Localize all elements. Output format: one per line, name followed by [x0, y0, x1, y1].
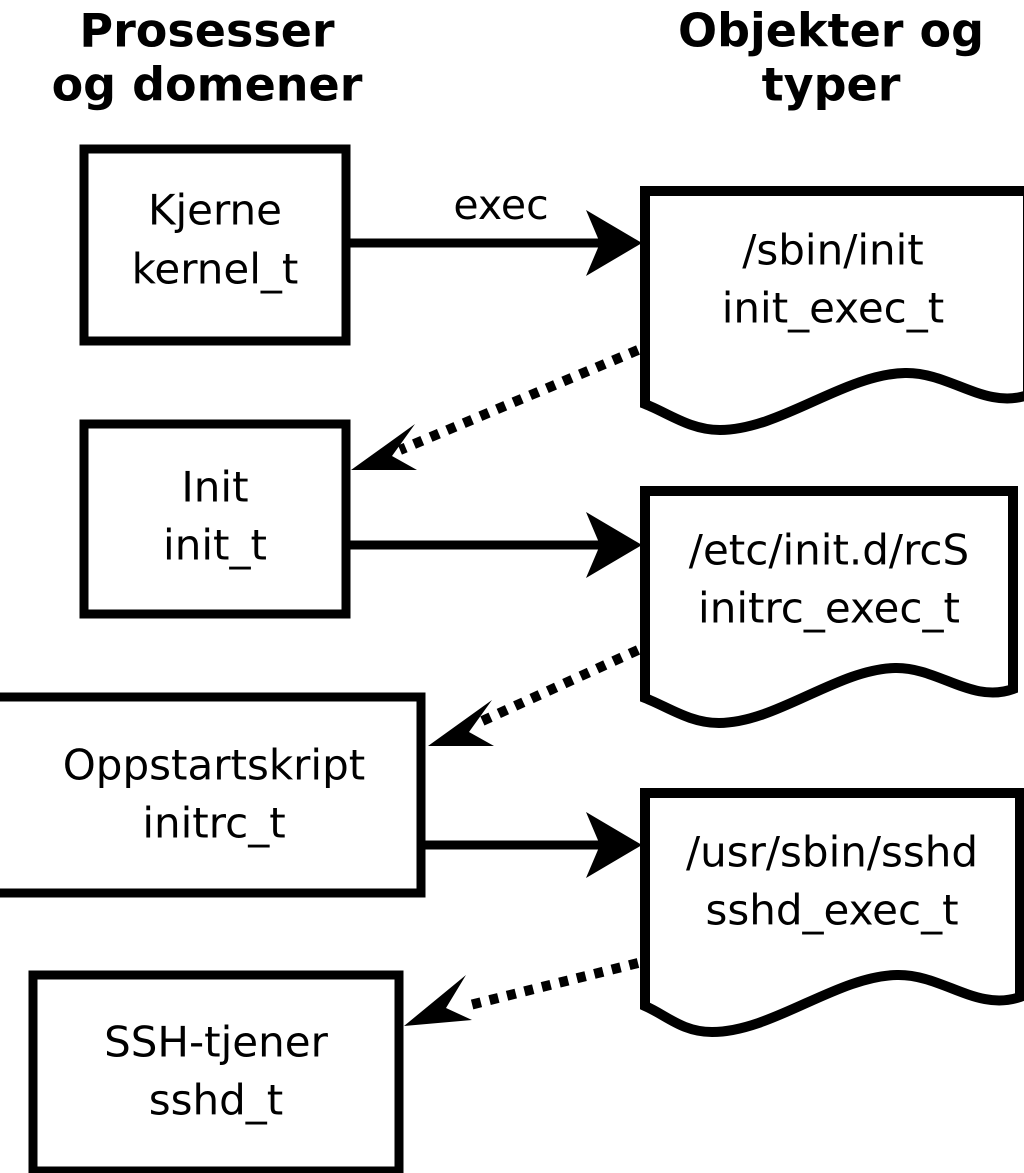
process-node-sshd-line1: SSH-tjener	[104, 1018, 328, 1067]
edge-sshd-transition	[404, 958, 640, 1026]
process-node-initrc[interactable]: Oppstartskript initrc_t	[0, 692, 426, 898]
process-node-sshd-line2: sshd_t	[149, 1076, 284, 1125]
edge-initrc-transition-line	[477, 645, 641, 727]
edge-initrc-exec-sshd	[425, 812, 642, 878]
object-node-sbin-init-shape[interactable]	[640, 186, 1024, 436]
process-node-initrc-line2: initrc_t	[142, 799, 285, 848]
edge-initrc-exec-sshd-arrowhead	[586, 812, 642, 878]
edge-kernel-exec-init: exec	[350, 181, 642, 276]
edge-init-exec-rcs	[350, 512, 642, 578]
object-node-etc-initd-rcs-shape[interactable]	[640, 486, 1018, 729]
process-node-kernel-box[interactable]	[79, 144, 351, 346]
object-node-etc-initd-rcs-line2: initrc_exec_t	[698, 584, 960, 633]
edge-kernel-exec-init-arrowhead	[586, 210, 642, 276]
object-node-sbin-init-line1: /sbin/init	[742, 226, 924, 275]
object-node-etc-initd-rcs[interactable]: /etc/init.d/rcS initrc_exec_t	[640, 486, 1018, 729]
process-node-initrc-line1: Oppstartskript	[63, 741, 365, 790]
object-node-sbin-init[interactable]: /sbin/init init_exec_t	[640, 186, 1024, 436]
edge-initrc-transition-arrowhead	[428, 700, 494, 746]
process-node-init-line2: init_t	[163, 521, 267, 570]
edge-sshd-transition-arrowhead	[404, 975, 472, 1026]
edge-sshd-transition-line	[468, 958, 640, 1010]
object-node-etc-initd-rcs-line1: /etc/init.d/rcS	[689, 526, 969, 575]
process-node-kernel-line2: kernel_t	[132, 245, 299, 294]
column-heading-left: Prosesser og domener	[52, 4, 363, 112]
process-node-initrc-box[interactable]	[0, 692, 426, 898]
object-node-usr-sbin-sshd[interactable]: /usr/sbin/sshd sshd_exec_t	[640, 788, 1024, 1038]
edge-init-transition-arrowhead	[351, 424, 417, 470]
object-node-usr-sbin-sshd-shape[interactable]	[640, 788, 1024, 1038]
edge-init-transition	[351, 345, 640, 470]
object-node-usr-sbin-sshd-line2: sshd_exec_t	[705, 886, 958, 935]
edge-init-exec-rcs-arrowhead	[586, 512, 642, 578]
process-node-kernel-line1: Kjerne	[148, 186, 282, 235]
column-heading-left-line2: og domener	[52, 58, 363, 112]
column-heading-right: Objekter og typer	[678, 4, 984, 112]
object-node-usr-sbin-sshd-line1: /usr/sbin/sshd	[686, 828, 978, 877]
edge-initrc-transition	[428, 645, 641, 746]
edge-init-transition-line	[398, 345, 640, 455]
process-node-sshd-box[interactable]	[28, 970, 404, 1173]
column-heading-right-line1: Objekter og	[678, 4, 984, 58]
process-node-sshd[interactable]: SSH-tjener sshd_t	[28, 970, 404, 1173]
column-heading-right-line2: typer	[762, 58, 901, 112]
process-node-kernel[interactable]: Kjerne kernel_t	[79, 144, 351, 346]
process-node-init-box[interactable]	[79, 419, 351, 619]
column-heading-left-line1: Prosesser	[79, 4, 335, 58]
edge-label-exec: exec	[453, 181, 548, 229]
object-node-sbin-init-line2: init_exec_t	[722, 284, 945, 333]
process-node-init[interactable]: Init init_t	[79, 419, 351, 619]
process-node-init-line1: Init	[181, 463, 248, 512]
